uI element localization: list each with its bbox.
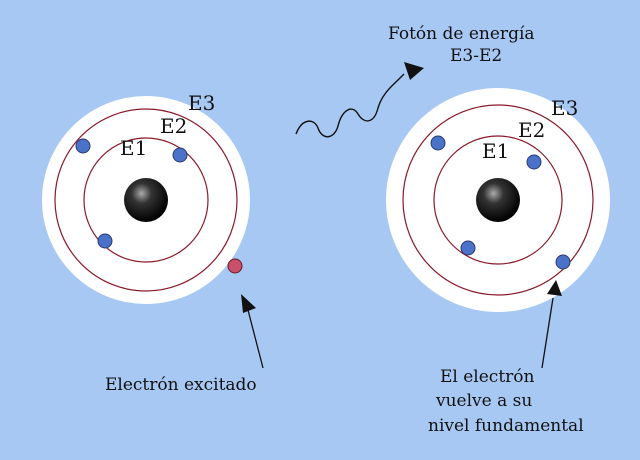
right-label-e2: E2 [518,118,545,142]
right-electron-e2-upper [526,154,542,170]
right-label-e3: E3 [551,96,578,120]
left-atom: E1 E2 E3 [42,91,250,304]
left-label-e1: E1 [120,136,147,160]
right-label-e1: E1 [482,139,509,163]
photon [295,62,424,138]
right-nucleus [476,178,520,222]
left-orbit-e2 [83,137,209,263]
left-pointer-arrowhead [241,294,256,313]
photon-wave [295,73,405,138]
photon-label-line1: Fotón de energía [388,24,535,44]
right-pointer [541,280,562,369]
right-pointer-line [541,297,554,369]
right-electron-e3 [430,135,446,151]
photon-arrowhead [404,62,424,80]
right-caption-line3: nivel fundamental [428,416,584,436]
right-caption-line1: El electrón [440,367,535,387]
left-nucleus [124,178,168,222]
left-pointer [241,294,264,369]
left-label-e2: E2 [160,114,187,138]
left-label-e3: E3 [188,91,215,115]
right-returned-electron [555,254,571,270]
left-electron-e2-upper [172,147,188,163]
left-electron-e2-lower [97,233,113,249]
right-orbit-e2 [433,135,563,265]
left-pointer-line [247,309,264,369]
right-orbit-e3 [402,104,594,296]
left-orbit-e3 [54,108,238,292]
left-electron-e3 [75,138,91,154]
left-caption: Electrón excitado [105,375,257,395]
right-electron-e2-lower [460,240,476,256]
left-excited-electron [227,258,243,274]
right-caption-line2: vuelve a su [435,391,532,411]
right-pointer-arrowhead [547,280,562,296]
right-atom: E1 E2 E3 [386,88,610,312]
photon-label-line2: E3-E2 [450,46,502,66]
